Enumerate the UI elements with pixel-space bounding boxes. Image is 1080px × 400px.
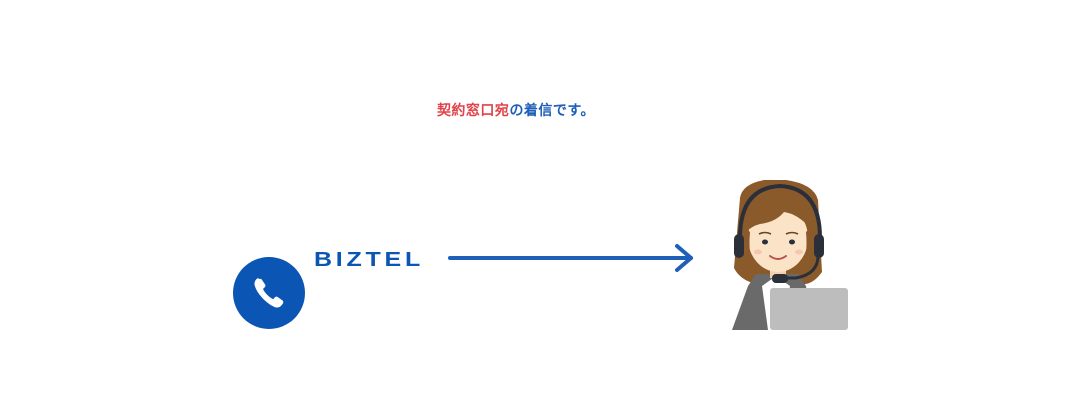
biztel-logo: BIZTEL	[314, 249, 424, 269]
caption-destination: 契約窓口宛	[436, 103, 510, 119]
phone-handset-icon	[233, 257, 305, 329]
operator-headset-icon	[732, 180, 848, 330]
headset-right-cup	[814, 234, 824, 258]
desk-monitor	[770, 288, 848, 330]
headset-left-cup	[734, 234, 744, 258]
biztel-logo-text: BIZTEL	[314, 249, 424, 269]
headset-mic	[772, 274, 788, 283]
caption-suffix: の着信です。	[509, 103, 596, 119]
call-caption: 契約窓口宛の着信です。	[0, 101, 1032, 121]
headset-band	[738, 183, 822, 239]
arrow-right-icon	[448, 244, 693, 272]
phone-handset-svg	[254, 278, 284, 308]
